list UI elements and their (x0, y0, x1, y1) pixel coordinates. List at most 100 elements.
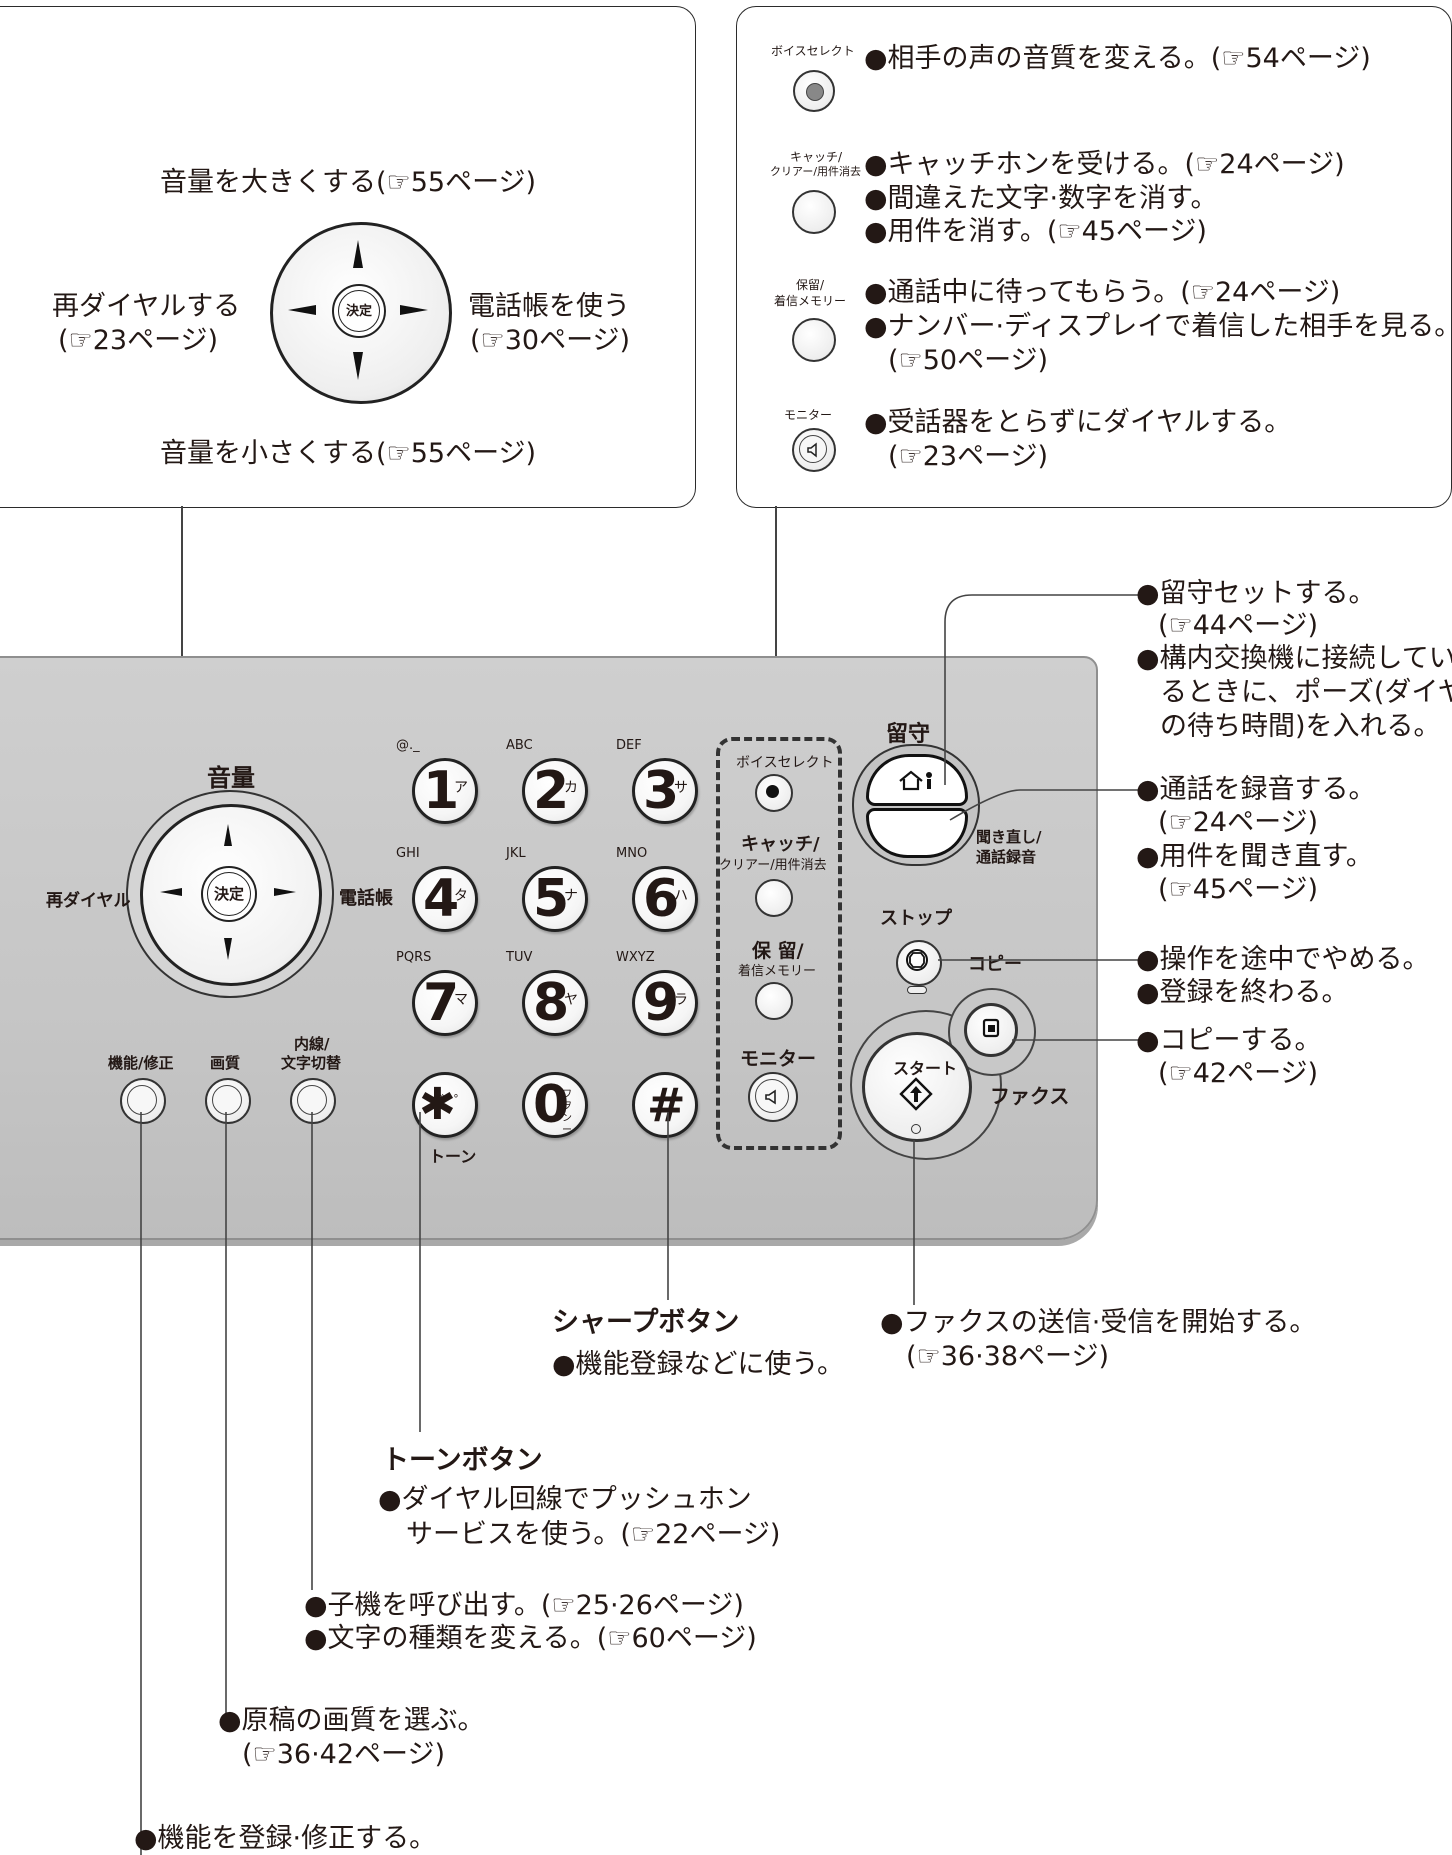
phonebook-note: 電話帳を使う (468, 291, 630, 322)
catch-note-3: ●用件を消す。(☞45ページ) (864, 216, 1207, 247)
monitor-button[interactable] (748, 1072, 798, 1122)
dial-key-kana: ハ (674, 888, 688, 904)
stop-indicator (907, 986, 927, 994)
voice-select-button[interactable] (755, 774, 793, 812)
dial-key-digit: # (647, 1078, 686, 1132)
enter-button[interactable]: 決定 (201, 866, 257, 922)
redial-note: 再ダイヤルする (52, 291, 241, 322)
stop-button[interactable] (896, 940, 942, 986)
replay-label-1: 聞き直し/ (976, 828, 1042, 846)
phonebook-label: 電話帳 (339, 888, 393, 909)
start-label: スタート (893, 1059, 958, 1078)
dial-key-digit: 6 (643, 869, 680, 929)
dial-key-kana: ヤ (564, 992, 578, 1008)
voice-select-note: ●相手の声の音質を変える。(☞54ページ) (864, 43, 1371, 74)
phonebook-page-ref: (☞30ページ) (470, 325, 631, 356)
tone-note-2: サービスを使う。(☞22ページ) (406, 1519, 781, 1550)
hold-label-2: 着信メモリー (774, 294, 847, 308)
monitor-note-2: (☞23ページ) (888, 441, 1049, 472)
record-note-3: ●用件を聞き直す。 (1136, 841, 1373, 872)
answer-label: 留守 (886, 722, 931, 747)
dial-key-letters: DEF (616, 738, 642, 753)
copy-note-2: (☞42ページ) (1158, 1058, 1319, 1089)
answer-note-5: の待ち時間)を入れる。 (1160, 711, 1441, 742)
start-button[interactable]: スタート (862, 1032, 972, 1142)
home-person-icon (899, 770, 932, 791)
fax-note-1: ●ファクスの送信·受信を開始する。 (880, 1307, 1317, 1338)
monitor-button-illustration (792, 428, 836, 472)
dial-key-digit: 3 (643, 761, 680, 821)
dial-key-sharp[interactable]: # (632, 1072, 698, 1138)
hold-button[interactable] (755, 982, 793, 1020)
replay-label-2: 通話録音 (976, 848, 1037, 866)
answer-note-1: ●留守セットする。 (1136, 578, 1376, 609)
intercom-button[interactable] (290, 1078, 336, 1124)
voice-select-panel-label: ボイスセレクト (736, 755, 834, 771)
voice-select-label: ボイスセレクト (771, 44, 855, 58)
dial-key-kana: ア (454, 780, 468, 796)
record-note-4: (☞45ページ) (1158, 874, 1319, 905)
catch-label-2: クリアー/用件消去 (770, 165, 862, 178)
dial-key-kana: タ (454, 888, 468, 904)
answer-note-2: (☞44ページ) (1158, 610, 1319, 641)
intercom-label-1: 内線/ (294, 1035, 330, 1053)
func-edit-label: 機能/修正 (108, 1054, 174, 1072)
dial-key-digit: 5 (533, 869, 570, 929)
enter-label: 決定 (345, 303, 372, 319)
quality-note-2: (☞36·42ページ) (242, 1739, 446, 1770)
dial-key-letters: @._ (396, 738, 420, 753)
catch-button[interactable] (755, 879, 793, 917)
answer-note-3: ●構内交換機に接続してい (1136, 643, 1452, 674)
dial-key-digit: 9 (643, 973, 680, 1033)
fax-label: ファクス (990, 1084, 1070, 1108)
hold-note-2: ●ナンバー·ディスプレイで着信した相手を見る。 (864, 311, 1452, 342)
dial-key-digit: 2 (533, 761, 570, 821)
monitor-label: モニター (784, 408, 833, 422)
intercom-note-2: ●文字の種類を変える。(☞60ページ) (304, 1623, 757, 1654)
dial-key-kana: サ (674, 780, 688, 796)
fax-note-2: (☞36·38ページ) (906, 1341, 1110, 1372)
dial-key-kana: ゛゜ (440, 1094, 468, 1110)
hold-button-illustration (792, 318, 836, 362)
dial-key-digit: ✱ (419, 1079, 456, 1130)
dial-key-digit: 1 (423, 761, 460, 821)
stop-note-2: ●登録を終わる。 (1136, 977, 1349, 1008)
voice-select-button-illustration (793, 70, 835, 112)
catch-note-2: ●間違えた文字·数字を消す。 (864, 183, 1218, 214)
start-icon (899, 1077, 933, 1111)
dial-key-digit: 4 (423, 869, 460, 929)
navigation-pad-arrows (160, 824, 296, 960)
dial-key-letters: ABC (506, 738, 533, 753)
intercom-note-1: ●子機を呼び出す。(☞25·26ページ) (304, 1590, 744, 1621)
sharp-button-note: ●機能登録などに使う。 (552, 1349, 844, 1380)
func-edit-button[interactable] (120, 1078, 166, 1124)
copy-button[interactable] (964, 1003, 1018, 1057)
dial-key-star[interactable]: ✱゛゜ (412, 1072, 478, 1138)
dashed-button-group (716, 737, 842, 1150)
quality-button[interactable] (205, 1078, 251, 1124)
navigation-arrows-illustration (288, 240, 428, 380)
enter-button-illustration: 決定 (332, 284, 386, 338)
hold-note-1: ●通話中に待ってもらう。(☞24ページ) (864, 277, 1341, 308)
dial-key-kana: ナ (564, 888, 578, 904)
dial-key-digit: 7 (423, 973, 460, 1033)
dial-key-letters: JKL (506, 846, 526, 861)
stop-label: ストップ (880, 908, 952, 929)
enter-button-label: 決定 (213, 884, 244, 903)
dial-key-kana: カ (564, 780, 578, 796)
hold-panel-label-1: 保 留/ (752, 940, 804, 962)
sharp-button-title: シャープボタン (552, 1307, 740, 1338)
catch-button-illustration (792, 190, 836, 234)
dial-key-letters: WXYZ (616, 950, 655, 965)
copy-note-1: ●コピーする。 (1136, 1025, 1322, 1056)
